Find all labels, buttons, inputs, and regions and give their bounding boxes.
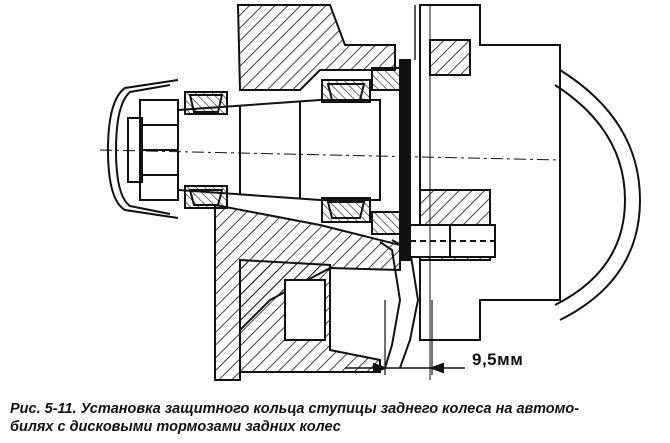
figure-caption: Рис. 5-11. Установка защитного кольца ст…	[10, 400, 665, 436]
inner-bearing-lower	[321, 197, 371, 223]
center-axis-line	[99, 149, 561, 161]
inner-bearing-upper	[321, 79, 371, 103]
caption-line-1: Рис. 5-11. Установка защитного кольца ст…	[10, 401, 580, 417]
dimension-label: 9,5мм	[472, 350, 524, 369]
caliper-body	[419, 4, 561, 341]
axle-shaft	[177, 99, 381, 201]
outer-bearing-lower	[184, 185, 228, 209]
wheel-rim-arc	[559, 69, 642, 321]
seal-lower	[371, 211, 403, 235]
caption-line-2: билях с дисковыми тормозами задних колес	[10, 419, 341, 435]
wheel-bolt	[409, 224, 496, 258]
dimension-marker	[345, 300, 465, 375]
brake-disc	[399, 59, 411, 261]
outer-bearing-upper	[184, 91, 228, 115]
seal-upper	[371, 67, 403, 91]
protective-ring	[391, 239, 420, 369]
